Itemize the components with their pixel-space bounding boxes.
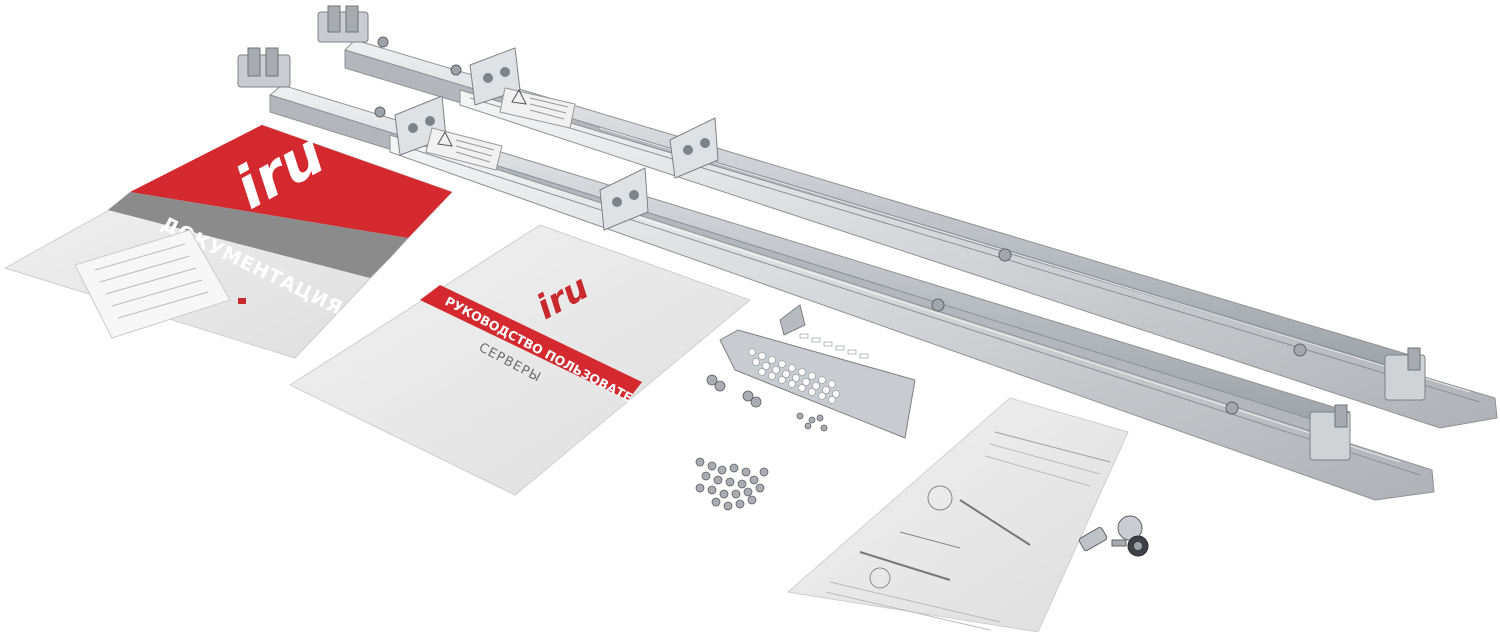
documentation-sleeve: iru ДОКУМЕНТАЦИЯ	[3, 119, 453, 359]
loose-screws	[706, 374, 828, 432]
screw-icon	[998, 248, 1012, 262]
rail-back-clamp	[317, 5, 389, 48]
pci-bracket	[719, 304, 916, 439]
thumbscrew-icon	[1078, 515, 1149, 557]
rail-back-label	[499, 87, 576, 129]
installation-leaflet	[786, 397, 1129, 632]
rail-back-bracket-2	[669, 117, 719, 179]
rail-front-end	[1309, 404, 1351, 461]
rail-back	[317, 5, 1498, 429]
rail-front	[237, 47, 1435, 501]
rail-front-label	[425, 127, 503, 171]
user-manual: iru РУКОВОДСТВО ПОЛЬЗОВАТЕЛЯ СЕРВЕРЫ	[288, 224, 751, 496]
rail-front-clamp	[237, 47, 386, 118]
sleeve-mark	[238, 298, 246, 304]
screw-pile	[695, 457, 769, 511]
warning-icon	[511, 88, 527, 105]
rail-front-bracket-2	[599, 167, 649, 231]
rail-back-end	[1384, 347, 1426, 401]
